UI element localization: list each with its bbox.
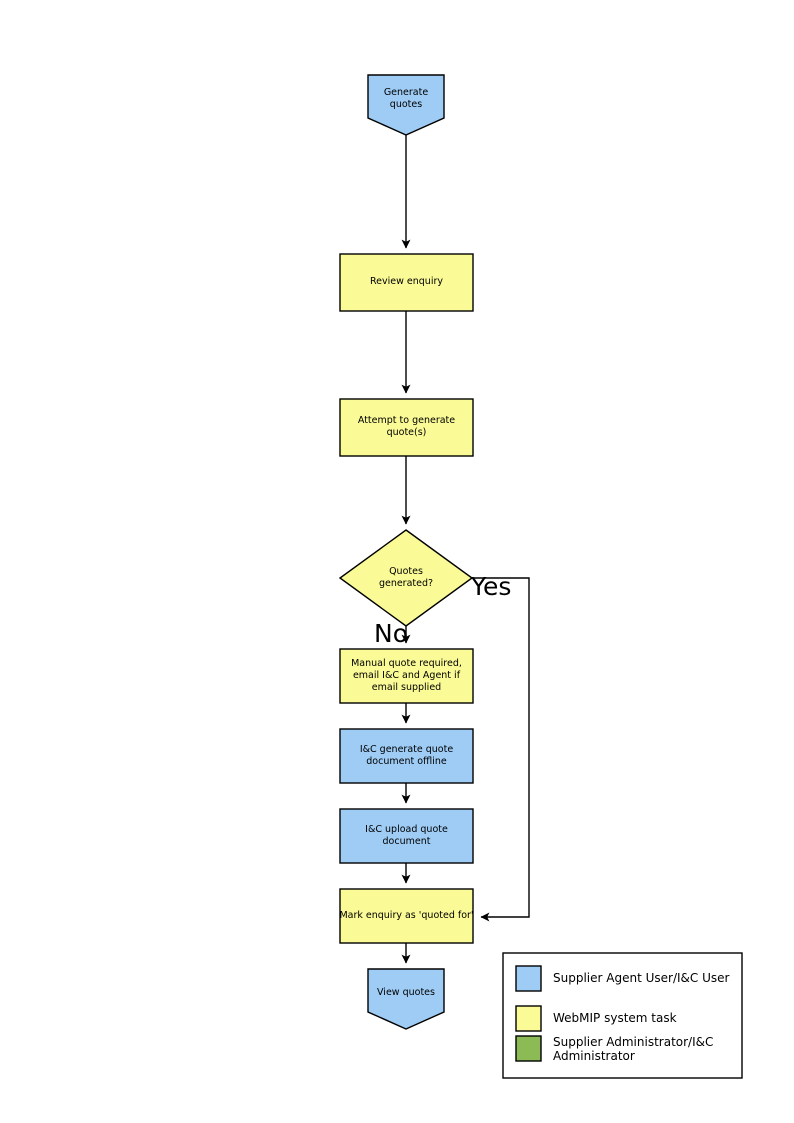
legend-swatch-supplier-admin (515, 1035, 542, 1062)
legend-box (502, 952, 743, 1079)
node-quotes-generated-decision[interactable] (338, 529, 474, 627)
node-review-enquiry[interactable] (339, 253, 474, 312)
legend-swatch-supplier-agent (515, 965, 542, 992)
node-manual-quote-required[interactable] (339, 648, 474, 704)
legend-label-supplier-admin: Supplier Administrator/I&C Administrator (553, 1035, 714, 1063)
node-generate-quotes[interactable] (367, 74, 445, 136)
node-ic-upload-quote-document[interactable] (339, 808, 474, 864)
edge-decision-yes-to-mark (472, 577, 530, 922)
node-attempt-generate-quotes[interactable] (339, 398, 474, 457)
node-ic-generate-quote-offline[interactable] (339, 728, 474, 784)
legend-label-supplier-agent: Supplier Agent User/I&C User (553, 971, 730, 985)
branch-label-no: No (374, 619, 408, 648)
legend-label-webmip-task: WebMIP system task (553, 1011, 677, 1025)
legend-swatch-webmip-task (515, 1005, 542, 1032)
node-mark-enquiry-quoted-for[interactable] (339, 888, 474, 944)
branch-label-yes: Yes (471, 572, 512, 601)
node-view-quotes[interactable] (367, 968, 445, 1030)
